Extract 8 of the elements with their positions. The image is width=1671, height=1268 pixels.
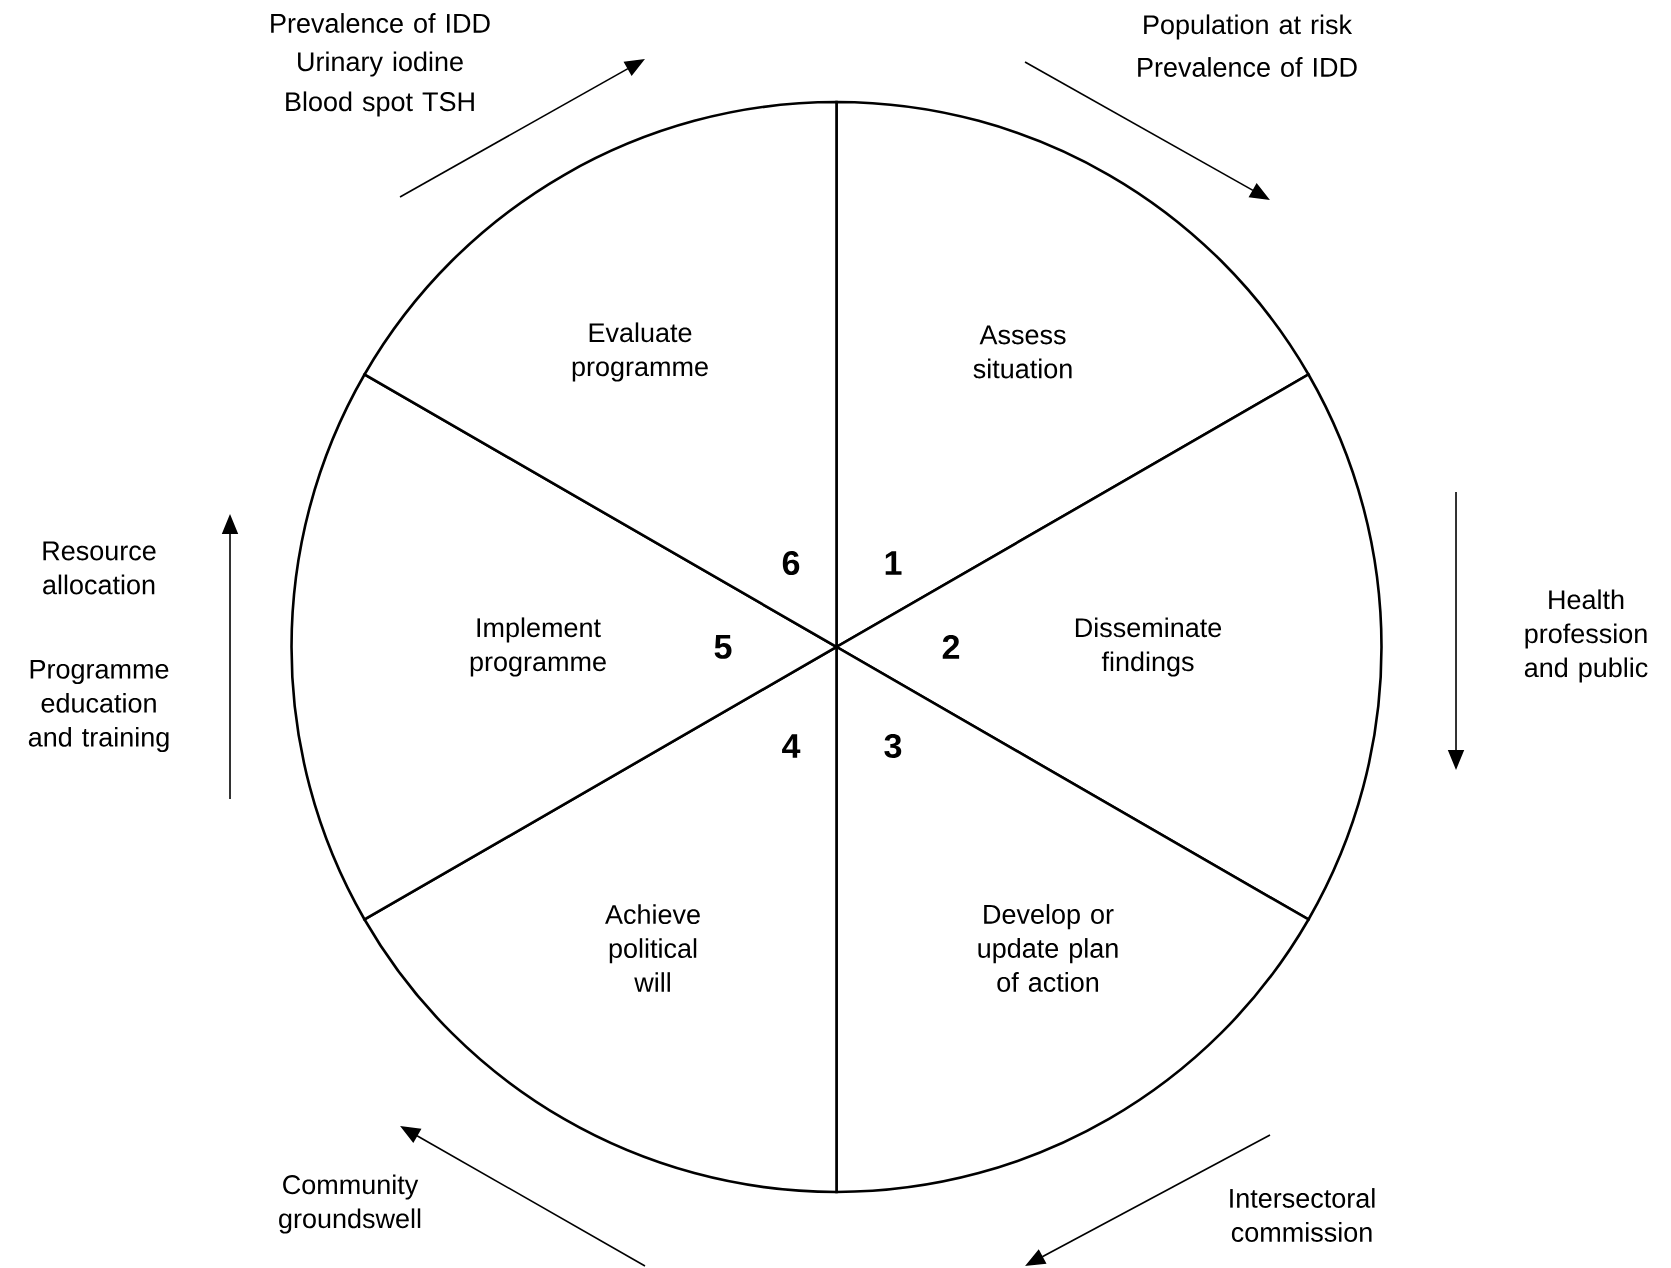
label-text: Programme education and training — [28, 659, 169, 753]
label-text: Urinary iodine — [298, 51, 463, 77]
label-text: Blood spot TSH — [286, 91, 474, 117]
label-text: Prevalence of IDD — [1138, 57, 1357, 77]
label-text: Health profession and public — [1524, 589, 1648, 683]
label-text: Resource allocation — [43, 541, 156, 595]
label-text: Population at risk — [1144, 14, 1353, 40]
label-text: Prevalence of IDD — [271, 13, 490, 33]
